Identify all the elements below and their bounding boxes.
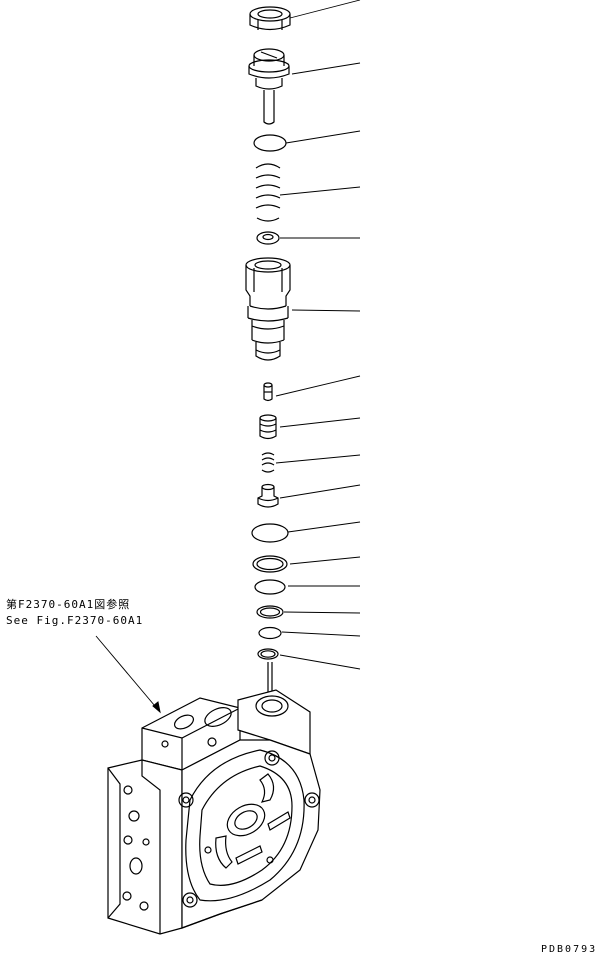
o-ring-part [253, 134, 287, 152]
leader-lines [275, 0, 361, 670]
pin-part [263, 382, 273, 402]
backup-ring-smallest-part [257, 648, 279, 660]
backup-ring-part [252, 555, 288, 573]
spring-seat-part [256, 231, 280, 245]
valve-seat-part [257, 483, 279, 508]
small-spring-part [261, 452, 275, 473]
o-ring-medium-part [254, 579, 286, 595]
reference-arrow [95, 635, 161, 714]
drawing-code-label: PDB0793 [541, 944, 598, 955]
lock-nut-part [249, 6, 291, 31]
backup-ring-small-part [256, 605, 284, 619]
o-ring-small-part [258, 626, 282, 640]
adjusting-screw-part [248, 48, 290, 125]
reference-label-english: See Fig.F2370-60A1 [6, 614, 144, 627]
o-ring-large-part [251, 523, 289, 543]
reference-label-japanese: 第F2370-60A1図参照 [6, 598, 131, 611]
poppet-part [259, 414, 277, 440]
spring-part [255, 163, 281, 222]
valve-body-part [245, 257, 291, 361]
valve-housing-part [107, 689, 321, 935]
